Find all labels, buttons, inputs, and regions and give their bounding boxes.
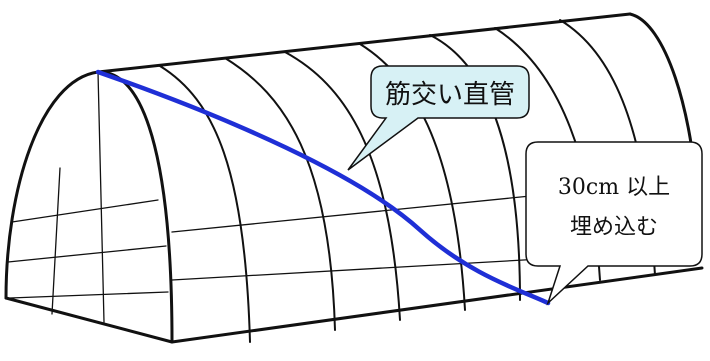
- burial-callout: 30cm 以上 埋め込む: [525, 141, 703, 306]
- brace-callout-bubble: [347, 65, 530, 171]
- greenhouse-frame: [4, 12, 704, 344]
- ground-line: [170, 266, 704, 344]
- front-rail-upper: [11, 199, 159, 223]
- brace-callout-label: 筋交い直管: [385, 80, 515, 110]
- ridge-line: [96, 12, 632, 74]
- arch-4: [359, 43, 466, 311]
- front-post-center: [97, 71, 105, 323]
- burial-callout-bubble: [525, 141, 703, 306]
- front-rail-lower: [9, 291, 169, 299]
- front-arch: [4, 70, 174, 344]
- burial-callout-line1: 30cm 以上: [558, 175, 670, 200]
- front-rail-mid: [7, 245, 167, 263]
- front-post-left: [51, 167, 61, 315]
- brace-pipe: [95, 69, 551, 306]
- arch-3: [284, 51, 401, 321]
- arch-1: [159, 65, 251, 343]
- burial-callout-line2: 埋め込む: [570, 215, 658, 240]
- brace-callout: 筋交い直管: [347, 65, 530, 171]
- front-base: [4, 296, 174, 344]
- arch-2: [224, 57, 336, 331]
